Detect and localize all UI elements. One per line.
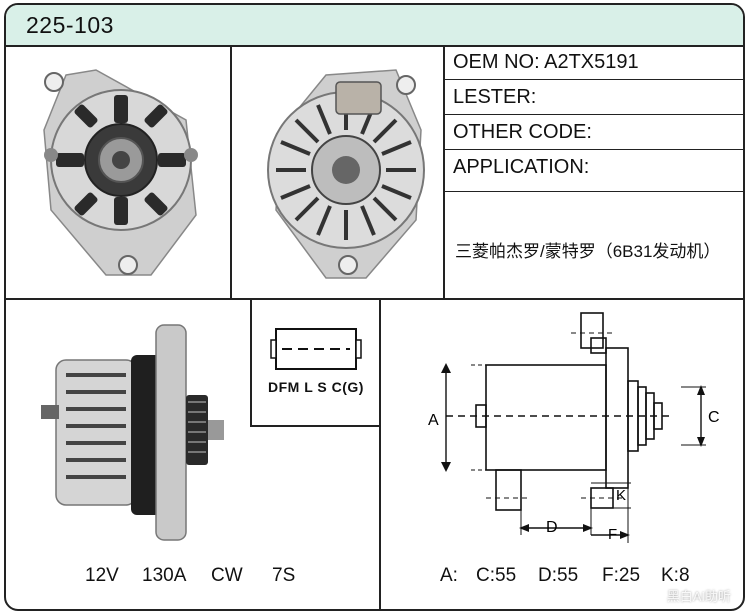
alternator-front-view <box>43 69 198 276</box>
divider <box>250 298 252 426</box>
application-label: APPLICATION: <box>453 156 590 178</box>
alternator-rear-view <box>267 69 425 279</box>
divider <box>6 298 743 300</box>
application-row: APPLICATION: <box>445 150 743 192</box>
alternator-side-view <box>41 324 224 541</box>
divider <box>379 298 381 609</box>
dim-a-label: A <box>428 412 439 429</box>
lester-label: LESTER: <box>453 86 537 108</box>
spec-pulley: 7S <box>272 565 296 586</box>
connector-pin-labels: DFM L S C(G) <box>268 379 364 395</box>
connector-plug-diagram <box>270 328 362 370</box>
watermark: 黑白AI助听 <box>666 589 731 604</box>
dim-k-value: K:8 <box>661 565 690 586</box>
header-bar: 225-103 <box>6 5 743 47</box>
dim-c-value: C:55 <box>476 565 517 586</box>
other-code-row: OTHER CODE: <box>445 115 743 150</box>
spec-rotation: CW <box>211 565 243 586</box>
lester-row: LESTER: <box>445 80 743 115</box>
oem-number: OEM NO: A2TX5191 <box>453 51 639 73</box>
dim-a-value: A: <box>440 565 458 586</box>
other-code-label: OTHER CODE: <box>453 121 592 143</box>
dim-c-label: C <box>708 409 720 426</box>
divider <box>230 45 232 299</box>
dim-f-label: F <box>608 526 617 543</box>
dim-f-value: F:25 <box>602 565 641 586</box>
dim-d-value: D:55 <box>538 565 579 586</box>
divider <box>443 45 445 299</box>
dim-k-label: K <box>616 487 626 504</box>
dimension-drawing: A C D K F <box>428 312 720 543</box>
oem-row: OEM NO: A2TX5191 <box>445 45 743 80</box>
application-value: 三菱帕杰罗/蒙特罗（6B31发动机） <box>455 242 721 261</box>
spec-amperage: 130A <box>142 565 187 586</box>
spec-voltage: 12V <box>85 565 119 586</box>
part-code: 225-103 <box>26 12 114 38</box>
divider <box>250 425 380 427</box>
dim-d-label: D <box>546 519 558 536</box>
product-spec-sheet: 225-103 OEM NO: A2TX5191 LESTER: OTHER C… <box>4 3 745 611</box>
